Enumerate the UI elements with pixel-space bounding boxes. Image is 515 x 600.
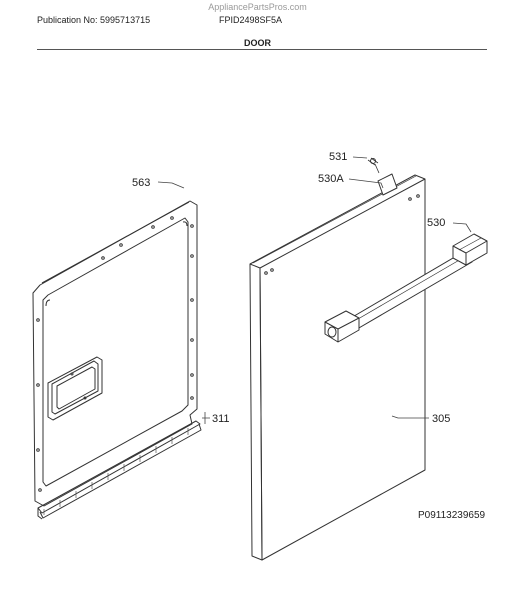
label-305: 305	[432, 413, 450, 425]
drawing-code: P09113239659	[418, 510, 486, 521]
section-title: DOOR	[244, 38, 271, 48]
leader-530	[452, 222, 472, 233]
inner-door-panel	[32, 200, 202, 520]
label-311: 311	[212, 413, 230, 425]
watermark-text: AppliancePartsPros.com	[208, 2, 307, 12]
header-divider	[37, 49, 487, 50]
publication-number: Publication No: 5995713715	[37, 15, 151, 25]
label-563: 563	[132, 177, 150, 189]
leader-311	[202, 412, 210, 424]
spacer-and-screw	[367, 157, 398, 196]
label-530: 530	[427, 217, 445, 229]
leader-563	[157, 181, 185, 189]
door-handle	[324, 233, 488, 343]
model-number: FPID2498SF5A	[219, 15, 283, 25]
leader-530A	[348, 178, 384, 189]
label-531: 531	[329, 151, 347, 163]
label-530A: 530A	[318, 173, 344, 185]
leader-531	[352, 156, 368, 159]
outer-door-panel	[249, 174, 426, 561]
leader-305	[391, 415, 429, 419]
